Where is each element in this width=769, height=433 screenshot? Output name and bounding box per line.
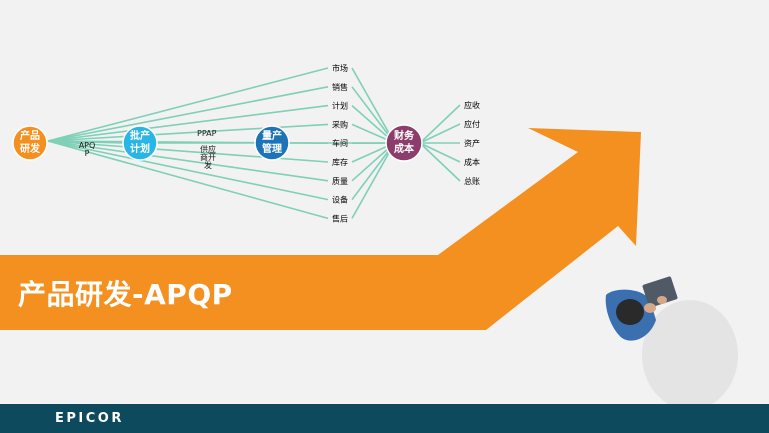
node-mid-cyan-line2: 计划 <box>130 142 150 155</box>
person-with-tablet-icon <box>605 276 738 410</box>
node-product-rd-line2: 研发 <box>20 142 41 155</box>
node-product-rd-line1: 产品 <box>20 129 40 142</box>
connector-line <box>47 140 329 201</box>
department-label: 采购 <box>332 119 348 129</box>
node-mass-production-line2: 管理 <box>262 142 282 155</box>
apqp-label-line1: APQ <box>78 141 96 150</box>
connector-line <box>47 67 329 142</box>
department-label: 售后 <box>332 213 348 223</box>
node-finance-cost-line2: 成本 <box>394 142 415 155</box>
node-finance-cost-line1: 财务 <box>393 129 415 142</box>
node-mid-cyan: 批产 计划 <box>122 125 158 161</box>
node-product-rd: 产品 研发 <box>12 125 48 161</box>
apqp-label: APQ P <box>77 142 97 158</box>
connector-line <box>47 140 329 220</box>
supplier-dev-line2: 商开 <box>200 153 216 162</box>
connector-line <box>47 140 329 163</box>
finance-item-label: 总账 <box>464 176 480 186</box>
department-label: 销售 <box>332 82 348 92</box>
finance-item-label: 应收 <box>464 100 480 110</box>
epicor-logo: EPICOR <box>55 411 124 426</box>
connector-line <box>47 123 329 142</box>
connector-line <box>351 104 391 140</box>
connector-line <box>351 67 391 136</box>
department-label: 计划 <box>332 101 348 111</box>
department-label: 库存 <box>332 157 348 167</box>
slide-title: 产品研发-APQP <box>18 278 233 311</box>
connector-line <box>419 104 461 144</box>
department-label: 质量 <box>332 176 348 186</box>
finance-item-label: 应付 <box>464 119 480 129</box>
connector-line <box>351 123 391 142</box>
finance-item-label: 资产 <box>464 138 480 148</box>
department-label: 车间 <box>332 138 348 148</box>
connector-line <box>351 86 391 138</box>
connector-line <box>351 148 391 201</box>
connector-line <box>351 144 391 163</box>
footer-bar: EPICOR <box>0 404 769 433</box>
node-mid-cyan-line1: 批产 <box>130 129 150 142</box>
node-mass-production-line1: 量产 <box>262 129 282 142</box>
apqp-label-line2: P <box>84 149 90 158</box>
node-finance-cost: 财务 成本 <box>385 124 423 162</box>
supplier-dev-label: 供应 商开 发 <box>200 146 216 170</box>
connector-line <box>47 104 329 142</box>
connector-line <box>47 140 329 182</box>
connector-line <box>351 146 391 182</box>
department-label: 设备 <box>332 195 348 205</box>
connector-line <box>351 150 391 219</box>
supplier-dev-line3: 发 <box>204 161 212 170</box>
department-label: 市场 <box>332 63 348 73</box>
finance-item-label: 成本 <box>464 157 480 167</box>
orange-arrow-banner <box>0 128 641 330</box>
node-mass-production: 量产 管理 <box>254 125 290 161</box>
connector-line <box>419 142 461 182</box>
ppap-label: PPAP <box>197 129 217 138</box>
supplier-dev-line1: 供应 <box>200 145 216 154</box>
connector-line <box>47 86 329 142</box>
connector-line <box>419 123 461 144</box>
connector-line <box>419 142 461 163</box>
